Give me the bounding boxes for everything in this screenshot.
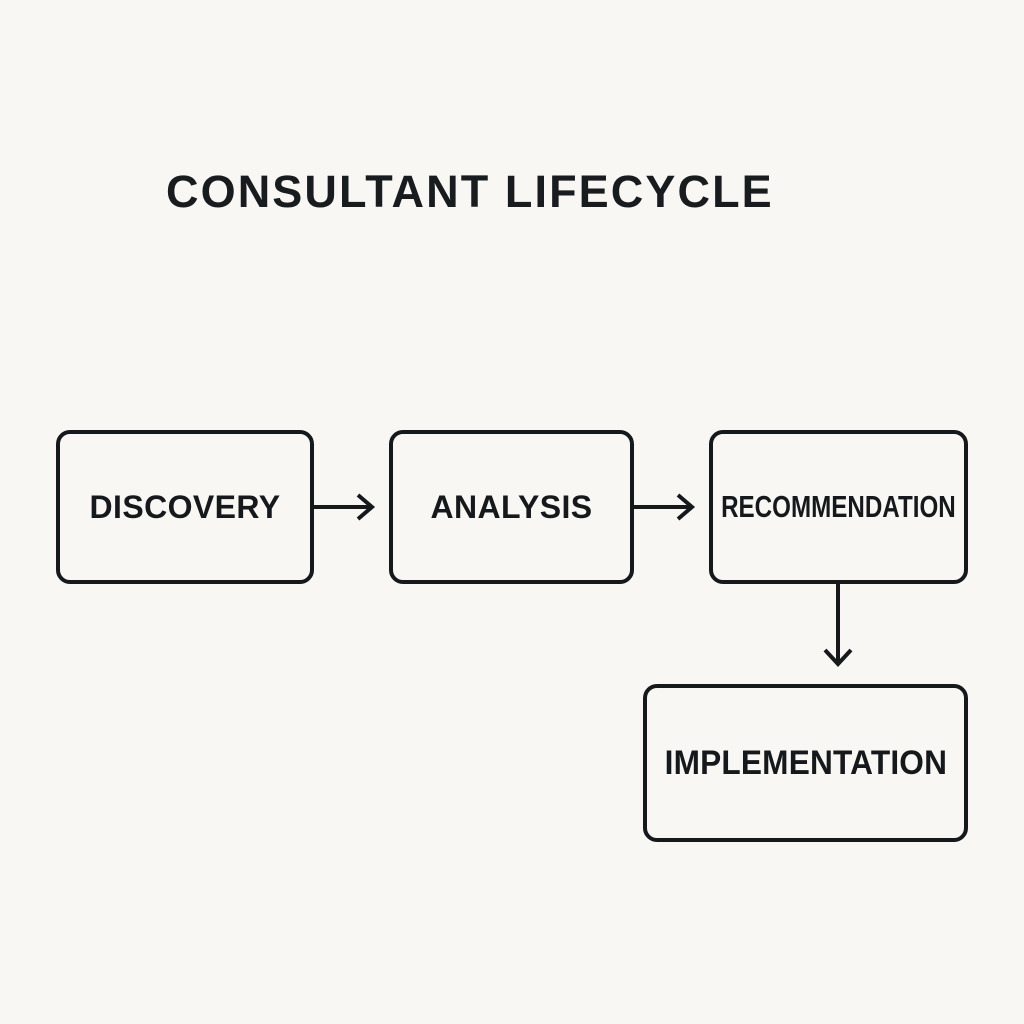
page-title: CONSULTANT LIFECYCLE	[166, 166, 774, 217]
arrow-right-icon-analysis-to-recommendation	[632, 493, 696, 521]
flow-node-label: DISCOVERY	[89, 488, 281, 525]
flow-node-label: RECOMMENDATION	[721, 489, 956, 524]
flow-node-label: IMPLEMENTATION	[664, 743, 947, 782]
flow-node-label: ANALYSIS	[430, 488, 593, 525]
flow-node-discovery[interactable]: DISCOVERY	[56, 430, 314, 584]
arrow-down-icon-recommendation-to-implementation	[823, 580, 853, 667]
arrow-right-icon-discovery-to-analysis	[312, 493, 376, 521]
flow-node-analysis[interactable]: ANALYSIS	[389, 430, 634, 584]
flow-node-recommendation[interactable]: RECOMMENDATION	[709, 430, 968, 584]
flow-node-implementation[interactable]: IMPLEMENTATION	[643, 684, 968, 842]
